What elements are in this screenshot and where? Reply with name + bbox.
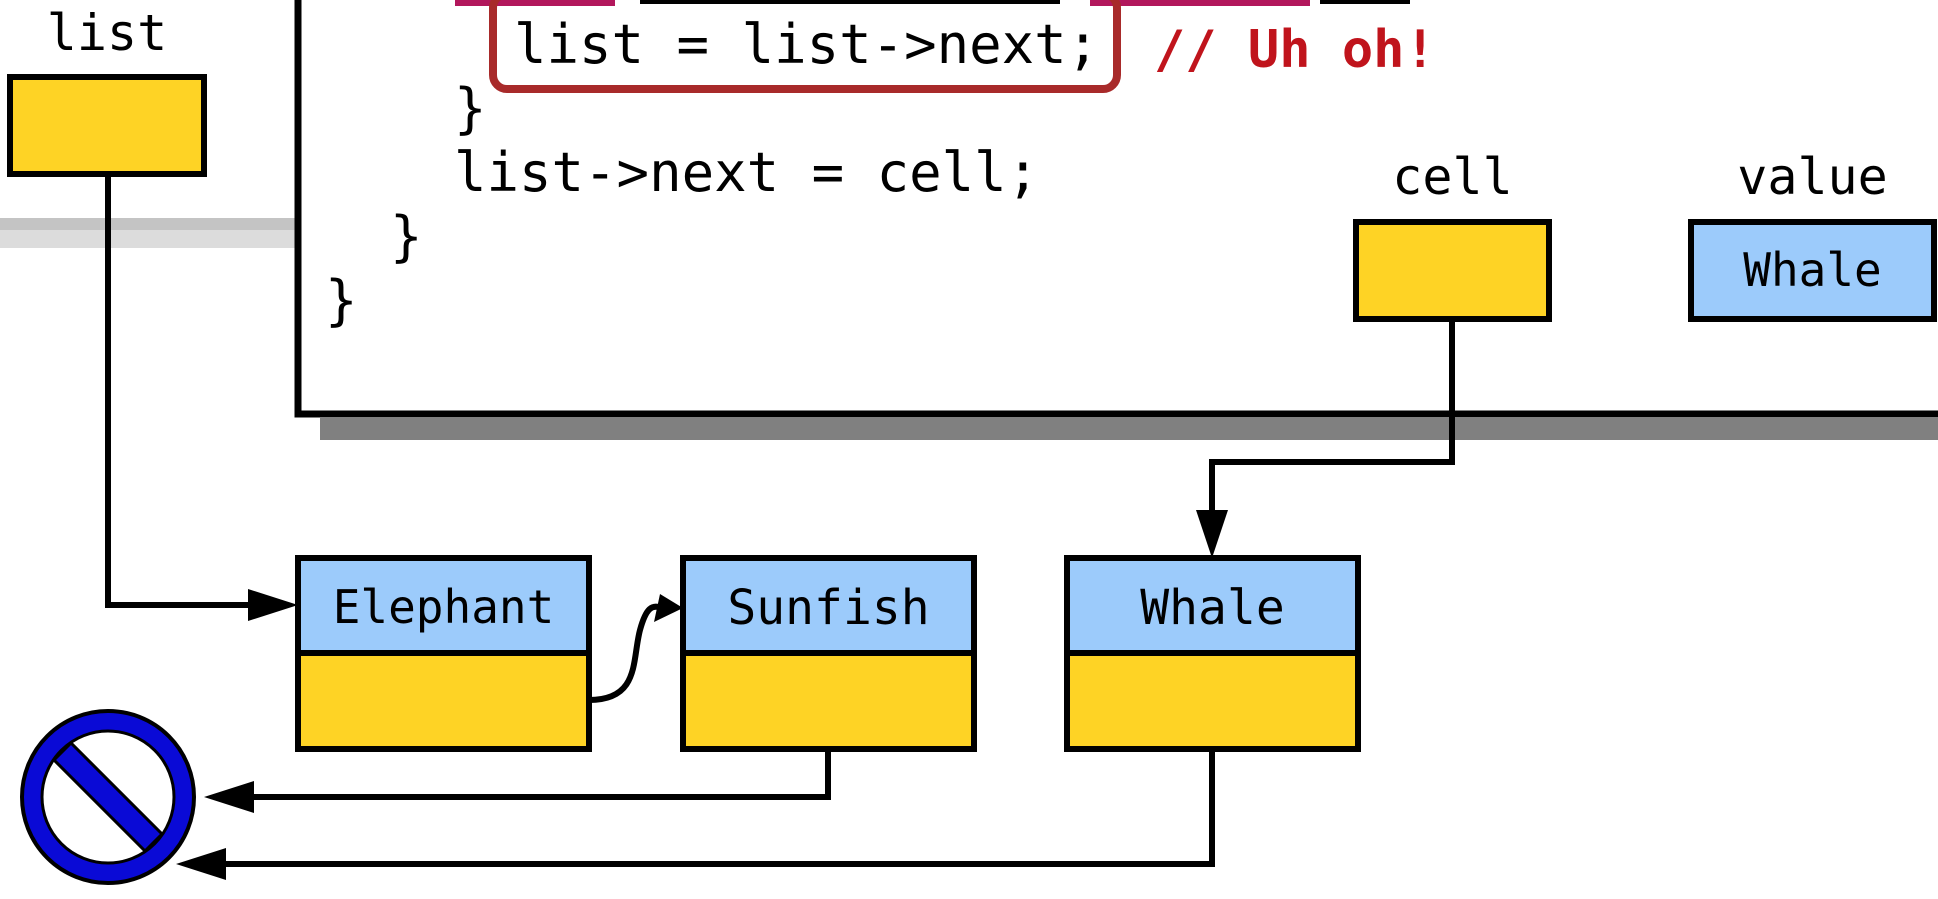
code-line-close-outer: }	[325, 269, 358, 332]
node-sunfish-label: Sunfish	[727, 580, 930, 636]
cell-variable-label: cell	[1392, 148, 1513, 206]
cell-pointer-box	[1353, 219, 1552, 322]
code-line-close-inner: }	[454, 77, 487, 140]
node-whale-next-cell	[1064, 650, 1361, 752]
no-entry-null-icon	[20, 709, 196, 885]
node-elephant-label: Elephant	[332, 580, 555, 634]
node-sunfish-next-cell	[680, 650, 977, 752]
arrow-whale-to-null	[176, 749, 1215, 880]
arrow-list-to-elephant	[105, 174, 298, 621]
node-whale-label: Whale	[1140, 580, 1285, 636]
highlight-box	[489, 0, 1121, 93]
node-sunfish-value-cell	[680, 555, 977, 656]
back-window-shadow-light	[0, 230, 300, 248]
value-variable-content: Whale	[1743, 243, 1882, 297]
code-line-assign: list->next = cell;	[454, 141, 1040, 204]
arrow-cell-to-whale	[1196, 319, 1455, 558]
cut-off-while-line	[455, 0, 1410, 6]
back-window-shadow	[0, 218, 300, 230]
arrow-sunfish-to-null	[204, 749, 831, 813]
node-elephant-value-cell	[295, 555, 592, 656]
code-line-close-mid: }	[390, 205, 423, 268]
value-variable-label: value	[1737, 148, 1888, 206]
node-elephant-next-cell	[295, 650, 592, 752]
list-variable-label: list	[46, 4, 168, 62]
code-comment-uh-oh: // Uh oh!	[1154, 20, 1436, 80]
list-pointer-box	[7, 74, 207, 177]
code-line-loop-body: list = list->next;	[514, 13, 1100, 76]
arrow-elephant-to-sunfish	[588, 594, 683, 703]
code-window-shadow	[320, 418, 1938, 440]
value-box	[1688, 219, 1937, 322]
